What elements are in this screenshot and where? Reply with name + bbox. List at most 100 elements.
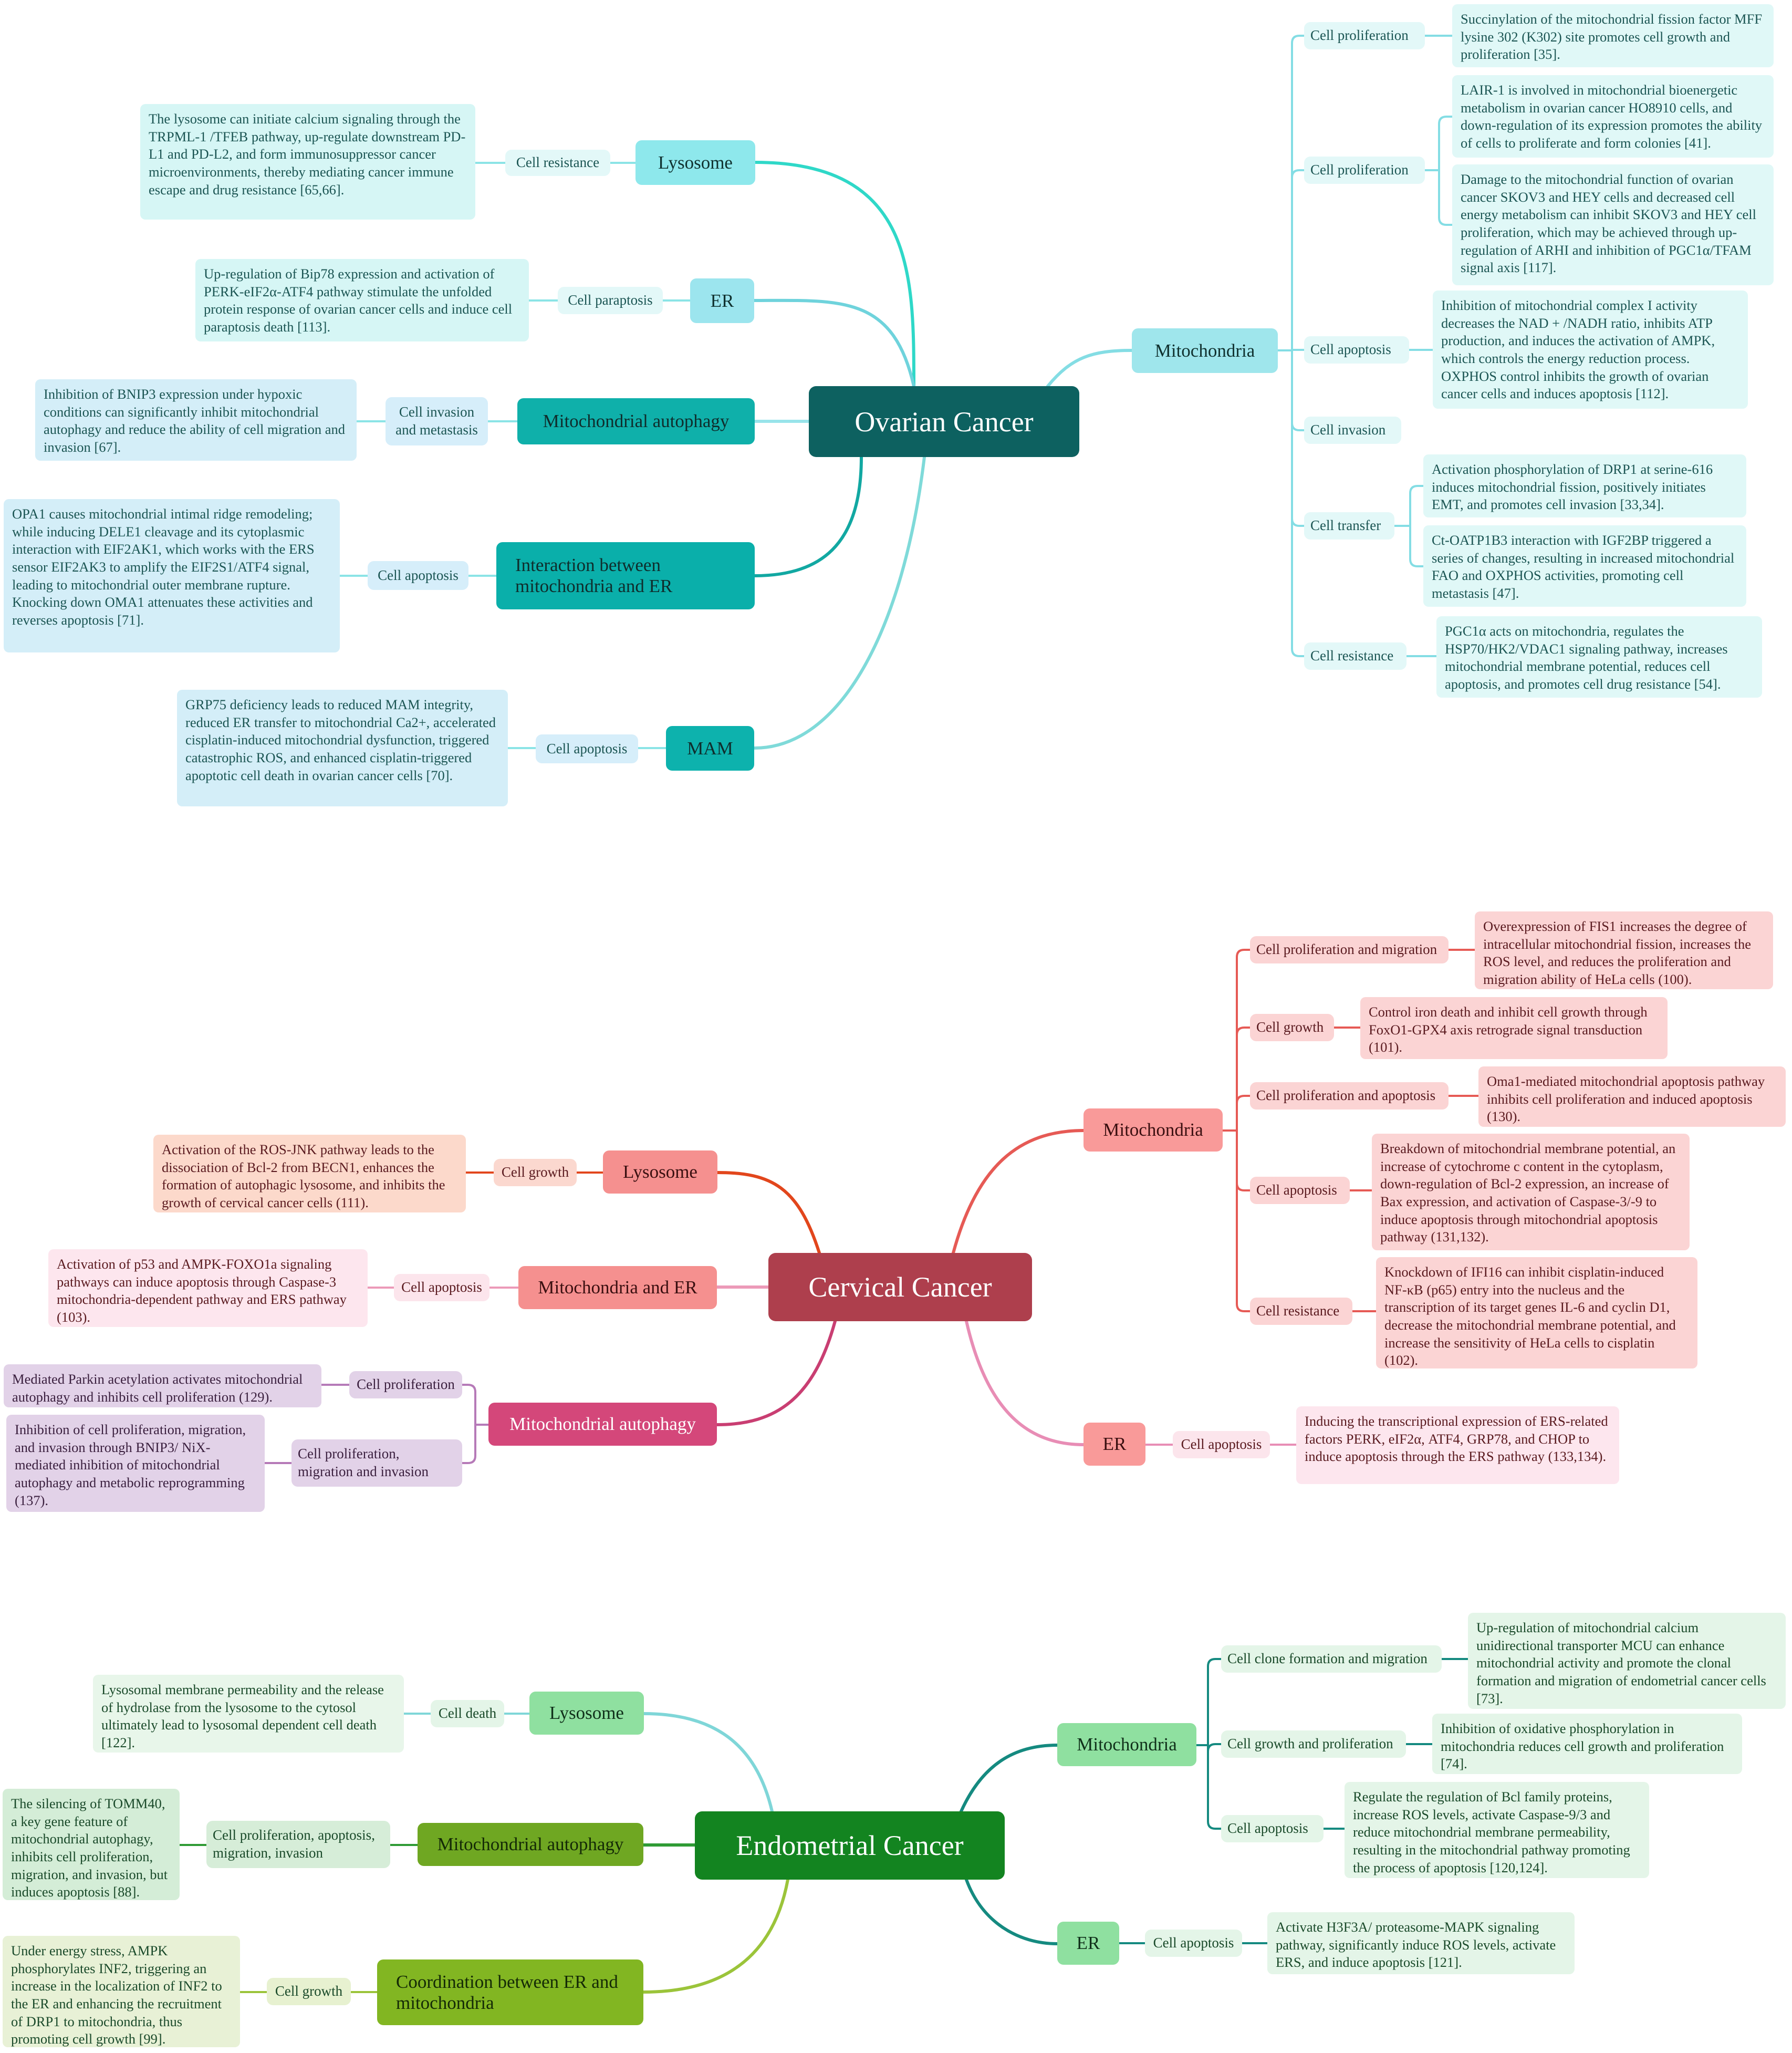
link-ovarian-er (753, 298, 915, 388)
ovarian-mito-bracket-arm-5 (1291, 648, 1305, 657)
label-cell-apoptosis-mito-cervical[interactable]: Cell apoptosis (1250, 1177, 1350, 1204)
desc-text: Regulate the regulation of Bcl family pr… (1353, 1789, 1630, 1875)
topic-lysosome[interactable]: Lysosome (635, 140, 755, 185)
label-cell-apoptosis-er-endometrial[interactable]: Cell apoptosis (1145, 1930, 1242, 1957)
label-cell-proliferation-apoptosis-cervical[interactable]: Cell proliferation and apoptosis (1250, 1082, 1449, 1110)
link-cervical-er (965, 1320, 1085, 1446)
desc-text: Mediated Parkin acetylation activates mi… (12, 1371, 303, 1405)
topic-label: Interaction between mitochondria and ER (515, 555, 673, 596)
link-ovarian-interaction (753, 455, 863, 577)
label-cell-resistance-mito[interactable]: Cell resistance (1304, 642, 1406, 670)
label-text: Cell proliferation (1310, 27, 1409, 44)
label-text: Cell clone formation and migration (1227, 1651, 1428, 1667)
link-cervical-lysosome (716, 1171, 821, 1254)
topic-mam[interactable]: MAM (666, 726, 754, 771)
desc-pgc1a: PGC1α acts on mitochondria, regulates th… (1436, 616, 1762, 698)
topic-lysosome-endometrial[interactable]: Lysosome (529, 1692, 644, 1735)
label-cell-proliferation-migration-invasion[interactable]: Cell proliferation, migration and invasi… (291, 1439, 462, 1487)
label-cell-apoptosis-mam[interactable]: Cell apoptosis (536, 734, 638, 763)
topic-coordination-er-mito[interactable]: Coordination between ER and mitochondria (377, 1959, 643, 2025)
desc-lysosome: The lysosome can initiate calcium signal… (140, 104, 475, 220)
label-text: Cell apoptosis (1153, 1935, 1234, 1951)
topic-interaction-mito-er[interactable]: Interaction between mitochondria and ER (496, 542, 755, 609)
desc-text: Activation of p53 and AMPK-FOXO1a signal… (57, 1256, 347, 1325)
desc-text: Succinylation of the mitochondrial fissi… (1461, 11, 1763, 63)
topic-mitochondria[interactable]: Mitochondria (1132, 328, 1278, 373)
transfer-bracket-arm-1 (1409, 558, 1424, 567)
label-cell-invasion[interactable]: Cell invasion (1304, 417, 1401, 444)
root-cervical-cancer[interactable]: Cervical Cancer (768, 1253, 1032, 1321)
label-text: Cell invasion and metastasis (395, 404, 478, 438)
label-text: Cell invasion (1310, 422, 1386, 438)
label-cell-growth-proliferation[interactable]: Cell growth and proliferation (1221, 1730, 1406, 1758)
ovarian-mito-bracket-arm-4 (1291, 517, 1305, 527)
prolif2-bracket-arm-0 (1438, 116, 1453, 125)
topic-mitochondria-endometrial[interactable]: Mitochondria (1057, 1723, 1196, 1766)
cmito-bracket-arm-1 (1236, 1026, 1251, 1036)
desc-text: PGC1α acts on mitochondria, regulates th… (1445, 623, 1728, 692)
label-cell-resistance-cervical[interactable]: Cell resistance (1250, 1298, 1352, 1325)
label-text: Cell resistance (1256, 1303, 1340, 1319)
topic-label: Mitochondria and ER (538, 1277, 697, 1298)
label-cell-growth-endometrial[interactable]: Cell growth (267, 1978, 351, 2005)
desc-mff: Succinylation of the mitochondrial fissi… (1452, 4, 1774, 67)
desc-h3f3a: Activate H3F3A/ proteasome-MAPK signalin… (1267, 1912, 1575, 1974)
topic-mitochondrial-autophagy-cervical[interactable]: Mitochondrial autophagy (488, 1403, 717, 1446)
desc-text: Inducing the transcriptional expression … (1305, 1413, 1608, 1465)
desc-bcl-family: Regulate the regulation of Bcl family pr… (1345, 1782, 1649, 1878)
desc-text: Up-regulation of Bip78 expression and ac… (204, 266, 513, 335)
link-endo-lysosome (642, 1712, 774, 1813)
desc-bnip3: Inhibition of cell proliferation, migrat… (6, 1415, 265, 1512)
label-cell-proliferation-2[interactable]: Cell proliferation (1304, 157, 1425, 184)
topic-label: Mitochondria (1077, 1734, 1177, 1755)
transfer-bracket-arm-0 (1409, 485, 1424, 494)
topic-mitochondrial-autophagy-endometrial[interactable]: Mitochondrial autophagy (418, 1823, 643, 1866)
desc-text: Oma1-mediated mitochondrial apoptosis pa… (1487, 1073, 1765, 1125)
link-ovarian-mam (753, 455, 926, 750)
label-cell-apoptosis-mito-endometrial[interactable]: Cell apoptosis (1221, 1815, 1324, 1842)
ovarian-mito-bracket-arm-1 (1291, 169, 1305, 179)
root-label: Cervical Cancer (808, 1271, 992, 1303)
label-cell-apoptosis-cervical[interactable]: Cell apoptosis (394, 1274, 489, 1301)
root-endometrial-cancer[interactable]: Endometrial Cancer (695, 1811, 1005, 1880)
label-cell-proliferation-cervical[interactable]: Cell proliferation (349, 1371, 462, 1398)
desc-ampk-inf2: Under energy stress, AMPK phosphorylates… (3, 1936, 240, 2047)
label-cell-resistance[interactable]: Cell resistance (505, 150, 610, 176)
desc-oxphos: Inhibition of oxidative phosphorylation … (1432, 1714, 1742, 1774)
topic-lysosome-cervical[interactable]: Lysosome (603, 1150, 717, 1194)
topic-mitochondria-and-er[interactable]: Mitochondria and ER (518, 1266, 717, 1309)
label-cell-proliferation-1[interactable]: Cell proliferation (1304, 22, 1425, 49)
topic-mitochondrial-autophagy[interactable]: Mitochondrial autophagy (517, 398, 755, 444)
desc-mam: GRP75 deficiency leads to reduced MAM in… (177, 690, 508, 806)
label-cell-growth-mito-cervical[interactable]: Cell growth (1250, 1014, 1334, 1041)
desc-skov3: Damage to the mitochondrial function of … (1452, 164, 1774, 285)
link-ovarian-lysosome (754, 161, 915, 388)
desc-drp1: Activation phosphorylation of DRP1 at se… (1423, 454, 1746, 517)
label-cell-growth-cervical[interactable]: Cell growth (494, 1159, 577, 1186)
desc-tomm40: The silencing of TOMM40, a key gene feat… (3, 1789, 180, 1900)
label-cell-apoptosis-er-cervical[interactable]: Cell apoptosis (1173, 1431, 1270, 1458)
label-text: Cell resistance (516, 154, 600, 171)
topic-er-endometrial[interactable]: ER (1057, 1922, 1119, 1965)
label-cell-prolif-apoptosis-migration-invasion[interactable]: Cell proliferation, apoptosis, migration… (206, 1821, 390, 1868)
label-cell-proliferation-migration-cervical[interactable]: Cell proliferation and migration (1250, 936, 1449, 963)
desc-mitochondrial-autophagy: Inhibition of BNIP3 expression under hyp… (35, 379, 357, 461)
label-cell-transfer[interactable]: Cell transfer (1304, 512, 1394, 540)
label-cell-invasion-metastasis[interactable]: Cell invasion and metastasis (386, 397, 488, 445)
label-cell-death[interactable]: Cell death (431, 1700, 504, 1727)
label-cell-apoptosis-interaction[interactable]: Cell apoptosis (368, 561, 468, 590)
topic-label: Lysosome (549, 1703, 624, 1723)
label-cell-paraptosis[interactable]: Cell paraptosis (558, 287, 663, 314)
desc-text: Activation of the ROS-JNK pathway leads … (162, 1142, 445, 1210)
link-cervical-mitochondria (952, 1129, 1085, 1254)
topic-label: ER (1076, 1933, 1100, 1953)
label-text: Cell proliferation and migration (1256, 941, 1437, 958)
topic-er[interactable]: ER (690, 278, 754, 323)
label-cell-clone-formation[interactable]: Cell clone formation and migration (1221, 1645, 1442, 1673)
link-ovarian-mitochondria (1046, 349, 1133, 388)
topic-er-cervical[interactable]: ER (1083, 1423, 1145, 1466)
topic-mitochondria-cervical[interactable]: Mitochondria (1083, 1108, 1223, 1152)
label-cell-apoptosis-mito[interactable]: Cell apoptosis (1304, 336, 1409, 364)
root-ovarian-cancer[interactable]: Ovarian Cancer (809, 386, 1079, 457)
desc-fis1: Overexpression of FIS1 increases the deg… (1475, 911, 1773, 989)
